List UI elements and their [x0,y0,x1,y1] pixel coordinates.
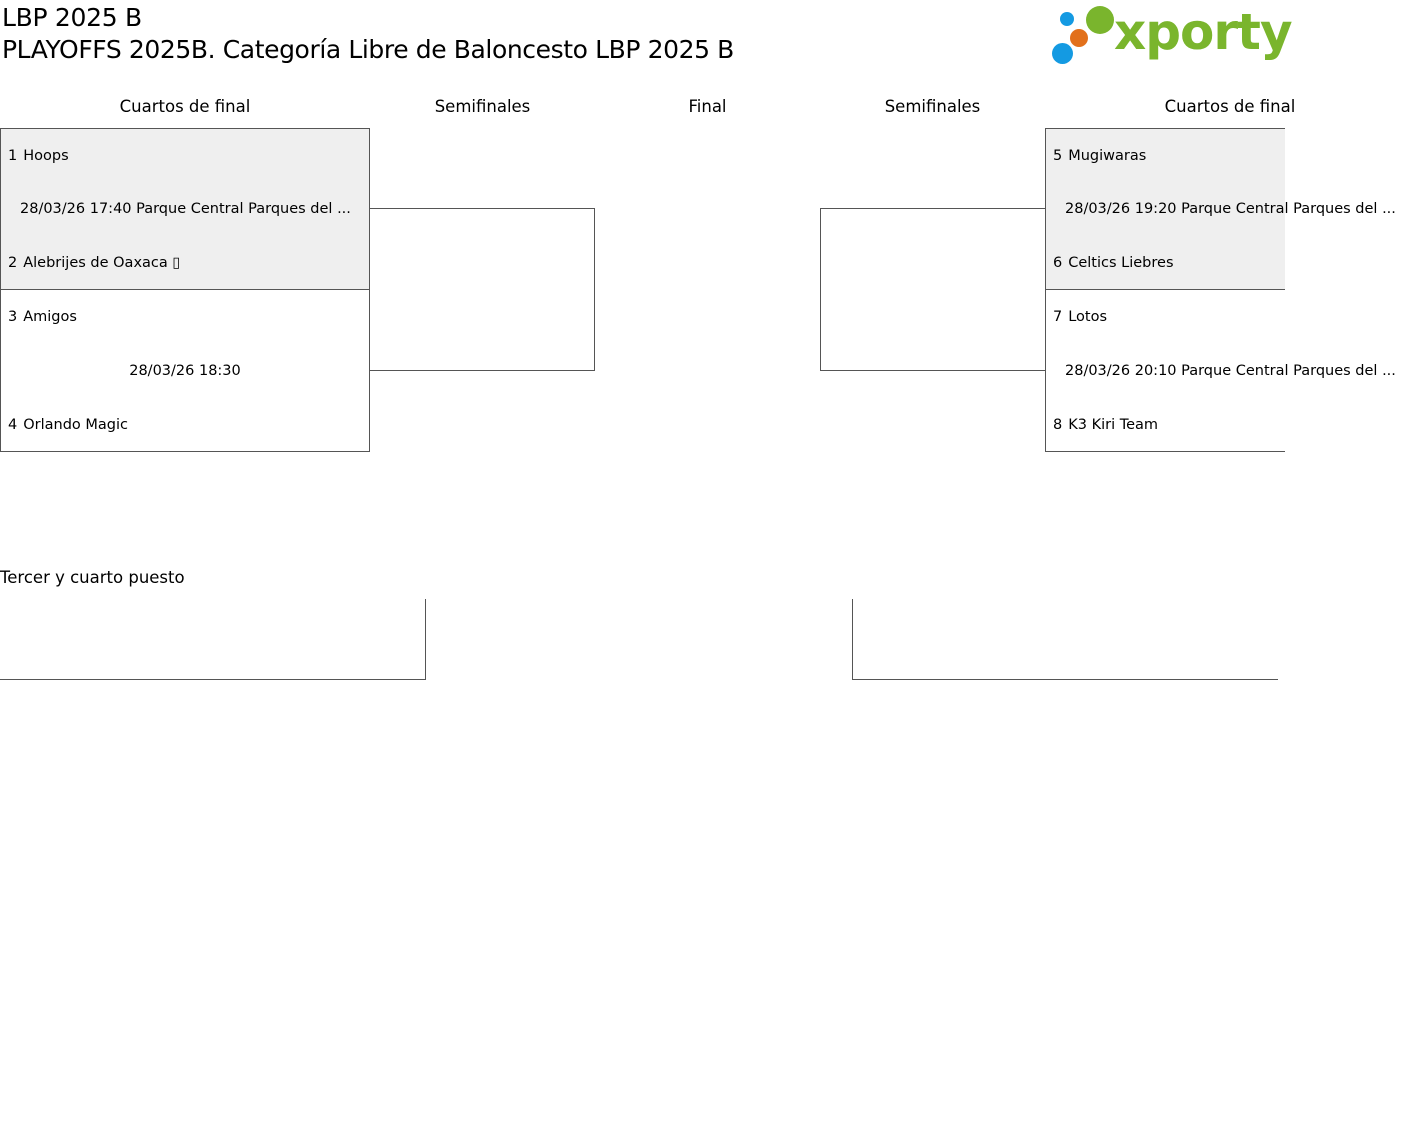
team-seed: 7 [1053,309,1063,325]
match-info: 28/03/26 20:10 Parque Central Parques de… [1065,363,1396,379]
team-name: Amigos [23,309,77,325]
match-card-qf4[interactable]: 7 Lotos 28/03/26 20:10 Parque Central Par… [1045,289,1396,452]
match-card-qf1[interactable]: 1 Hoops 28/03/26 17:40 Parque Central Par… [0,128,370,290]
match-home-team: 1 Hoops [8,146,369,166]
logo-wordmark: xporty [1114,3,1293,61]
team-name: Celtics Liebres [1068,255,1174,271]
match-home-team: 5 Mugiwaras [1053,146,1285,166]
page-subtitle: PLAYOFFS 2025B. Categoría Libre de Balon… [2,35,734,64]
team-seed: 1 [8,148,18,164]
team-seed: 6 [1053,255,1063,271]
logo-dot-orange-icon [1070,29,1088,47]
match-home-team: 3 Amigos [8,307,369,327]
match-home-team: 7 Lotos [1053,307,1285,327]
third-place-right-slot[interactable] [852,599,1278,680]
match-away-team: 2 Alebrijes de Oaxaca ▯ [8,253,369,273]
col-header-left-semifinals: Semifinales [434,97,531,116]
col-header-right-semifinals: Semifinales [884,97,981,116]
match-info: 28/03/26 18:30 [129,363,241,379]
semifinal-left-slot[interactable] [369,208,595,371]
team-seed: 5 [1053,148,1063,164]
third-place-left-slot[interactable] [0,599,426,680]
match-card-qf2[interactable]: 3 Amigos 28/03/26 18:30 4 Orlando Magic [0,289,370,452]
team-name: Lotos [1068,309,1108,325]
logo-dot-blue-large-icon [1052,43,1073,64]
match-away-team: 8 K3 Kiri Team [1053,415,1285,435]
team-seed: 8 [1053,417,1063,433]
team-seed: 2 [8,255,18,271]
semifinal-right-slot[interactable] [820,208,1046,371]
col-header-right-quarterfinals: Cuartos de final [1164,97,1296,116]
third-place-title: Tercer y cuarto puesto [0,568,185,587]
team-name: Hoops [23,148,69,164]
logo-dot-green-icon [1086,6,1114,34]
team-name: Alebrijes de Oaxaca ▯ [23,255,181,271]
team-seed: 3 [8,309,18,325]
page-title: LBP 2025 B [2,3,142,32]
match-away-team: 6 Celtics Liebres [1053,253,1285,273]
logo-dot-blue-small-icon [1060,12,1074,26]
col-header-left-quarterfinals: Cuartos de final [119,97,251,116]
match-away-team: 4 Orlando Magic [8,415,369,435]
team-name: Mugiwaras [1068,148,1147,164]
team-name: Orlando Magic [23,417,128,433]
match-info: 28/03/26 19:20 Parque Central Parques de… [1065,201,1396,217]
xporty-logo[interactable]: xporty [1050,3,1293,68]
match-info: 28/03/26 17:40 Parque Central Parques de… [20,201,351,217]
team-name: K3 Kiri Team [1068,417,1159,433]
match-card-qf3[interactable]: 5 Mugiwaras 28/03/26 19:20 Parque Central… [1045,128,1396,290]
team-seed: 4 [8,417,18,433]
col-header-final: Final [688,97,727,116]
